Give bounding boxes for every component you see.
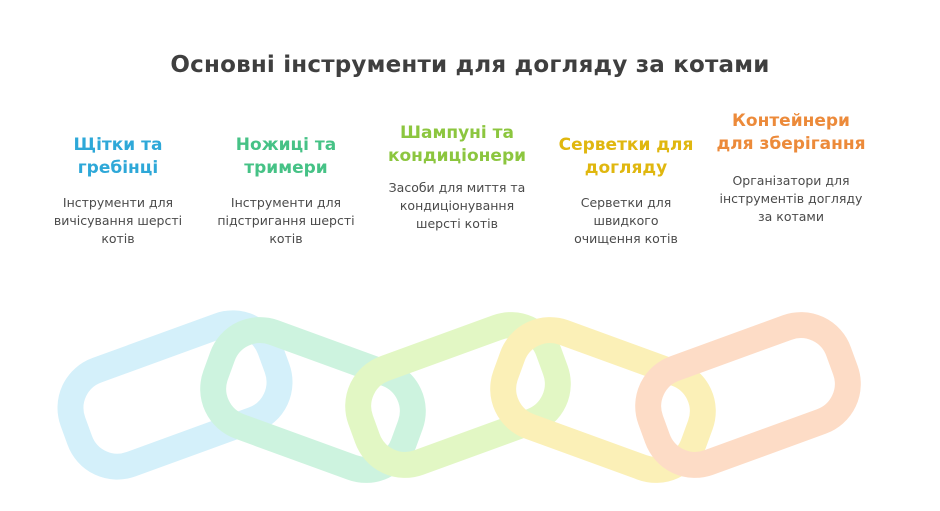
item-heading: Серветки для догляду bbox=[558, 135, 694, 178]
item-description: Інструменти для підстригання шерсті коті… bbox=[217, 195, 355, 246]
chain-link-blue bbox=[57, 310, 293, 480]
chain-link-green bbox=[200, 317, 426, 483]
item-heading: Щітки та гребінці bbox=[73, 135, 163, 178]
item-heading: Ножиці та тримери bbox=[235, 135, 337, 178]
link-orange-shape bbox=[635, 312, 861, 478]
diagram-title: Основні інструменти для догляду за котам… bbox=[170, 52, 770, 78]
item-wipes: Серветки для догляду Серветки для швидко… bbox=[541, 134, 711, 248]
item-scissors: Ножиці та тримери Інструменти для підстр… bbox=[201, 134, 371, 248]
item-description: Організатори для інструментів догляду за… bbox=[719, 173, 863, 224]
chain-link-orange bbox=[635, 312, 861, 478]
item-description: Інструменти для вичісування шерсті котів bbox=[53, 195, 183, 246]
link-yellow-shape bbox=[490, 317, 716, 483]
item-heading: Контейнери для зберігання bbox=[716, 111, 866, 154]
link-blue-shape bbox=[57, 310, 293, 480]
link-lime-shape bbox=[345, 312, 571, 478]
item-heading: Шампуні та кондиціонери bbox=[387, 123, 527, 166]
item-description: Засоби для миття та кондиціонування шерс… bbox=[388, 180, 526, 231]
link-green-shape bbox=[200, 317, 426, 483]
item-containers: Контейнери для зберігання Організатори д… bbox=[706, 110, 876, 226]
chain-link-lime bbox=[345, 312, 571, 478]
item-brushes: Щітки та гребінці Інструменти для вичісу… bbox=[33, 134, 203, 248]
item-description: Серветки для швидкого очищення котів bbox=[574, 195, 678, 246]
chain-link-yellow bbox=[490, 317, 716, 483]
item-shampoos: Шампуні та кондиціонери Засоби для миття… bbox=[372, 122, 542, 233]
